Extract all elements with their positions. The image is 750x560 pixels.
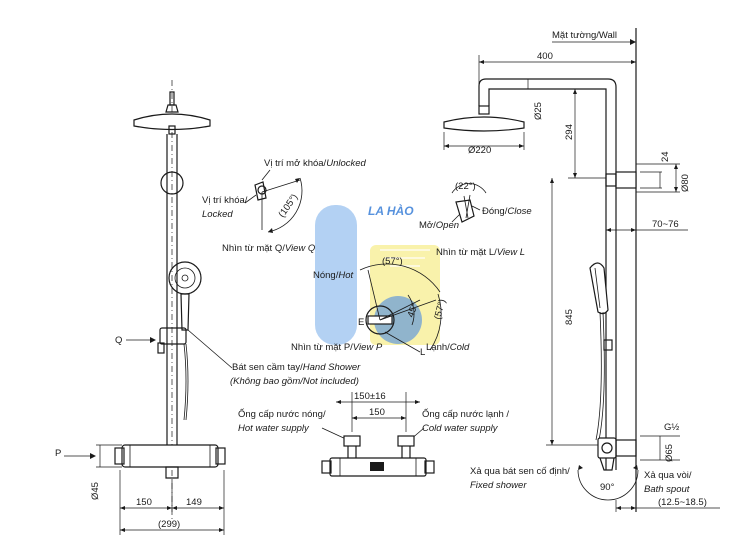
bath-spout-label-vi: Xả qua vòi/ bbox=[644, 470, 692, 481]
close-label: Đóng/Close bbox=[482, 206, 532, 217]
hot-supply-label-vi: Ống cấp nước nóng/ bbox=[238, 408, 326, 420]
dim-150-left: 150 bbox=[136, 497, 152, 508]
view-l-label: Nhìn từ mặt L/View L bbox=[436, 247, 525, 258]
wall-label: Mặt tường/Wall bbox=[552, 30, 617, 41]
la-hao-watermark-logo: LA HÀO bbox=[315, 203, 440, 345]
bath-spout-label-en: Bath spout bbox=[644, 484, 690, 495]
dim-149: 149 bbox=[186, 497, 202, 508]
dim-57deg-b: (57°) bbox=[432, 298, 448, 321]
dim-57deg-a: (57°) bbox=[382, 256, 403, 267]
dim-g12: G½ bbox=[664, 422, 679, 433]
dim-70-76: 70~76 bbox=[652, 219, 679, 230]
dim-299: (299) bbox=[158, 519, 180, 530]
view-p-detail: Nóng/Hot (57°) 45° (57°) E L Lạnh/Cold N… bbox=[291, 256, 470, 358]
unlocked-label: Vị trí mở khóa/Unlocked bbox=[264, 158, 367, 169]
cold-label: Lạnh/Cold bbox=[426, 342, 470, 353]
cold-supply-label-vi: Ống cấp nước lạnh / bbox=[422, 408, 509, 420]
dim-d80: Ø80 bbox=[680, 174, 691, 192]
hot-label: Nóng/Hot bbox=[313, 270, 354, 281]
supply-detail: 150±16 150 Ống cấp nước nóng/ Hot water … bbox=[238, 391, 509, 477]
dim-105deg: (105°) bbox=[276, 192, 300, 220]
dim-22deg: (22°) bbox=[455, 181, 476, 192]
dim-90deg: 90° bbox=[600, 482, 615, 493]
dim-845: 845 bbox=[564, 309, 575, 325]
dim-45deg: 45° bbox=[405, 302, 420, 319]
front-view: Q P Ø45 150 149 (299) Bát sen cầm tay/Ha… bbox=[55, 80, 361, 535]
locked-label-vi: Vị trí khóa/ bbox=[202, 195, 248, 206]
side-view: Mặt tường/Wall 400 Ø25 Ø220 294 bbox=[443, 28, 720, 512]
dim-d220: Ø220 bbox=[468, 145, 491, 156]
dim-294: 294 bbox=[564, 124, 575, 140]
hot-supply-label-en: Hot water supply bbox=[238, 423, 310, 434]
dim-24: 24 bbox=[660, 151, 671, 162]
dim-150-top: 150 bbox=[369, 407, 385, 418]
open-label: Mở/Open bbox=[419, 220, 459, 231]
fixed-shower-label-en: Fixed shower bbox=[470, 480, 527, 491]
view-q-label: Nhìn từ mặt Q/View Q bbox=[222, 243, 316, 254]
fixed-shower-label-vi: Xả qua bát sen cố định/ bbox=[470, 466, 570, 477]
dim-d25: Ø25 bbox=[533, 102, 544, 120]
q-label: Q bbox=[115, 335, 122, 346]
dim-150-16: 150±16 bbox=[354, 391, 386, 402]
l-label: L bbox=[420, 347, 425, 358]
dim-12-5-18-5: (12.5~18.5) bbox=[658, 497, 707, 508]
view-l-detail: (22°) Đóng/Close Mở/Open Nhìn từ mặt L/V… bbox=[419, 181, 532, 258]
dim-d65: Ø65 bbox=[664, 444, 675, 462]
locked-label-en: Locked bbox=[202, 209, 233, 220]
view-p-marker: E bbox=[358, 317, 364, 328]
dim-d45: Ø45 bbox=[90, 482, 101, 500]
cold-supply-label-en: Cold water supply bbox=[422, 423, 499, 434]
watermark-text: LA HÀO bbox=[368, 203, 414, 218]
hand-shower-label: Bát sen cầm tay/Hand Shower bbox=[232, 362, 361, 373]
not-included-label: (Không bao gồm/Not included) bbox=[230, 376, 359, 387]
dim-400: 400 bbox=[537, 51, 553, 62]
p-label: P bbox=[55, 448, 61, 459]
view-p-label: Nhìn từ mặt P/View P bbox=[291, 342, 383, 353]
